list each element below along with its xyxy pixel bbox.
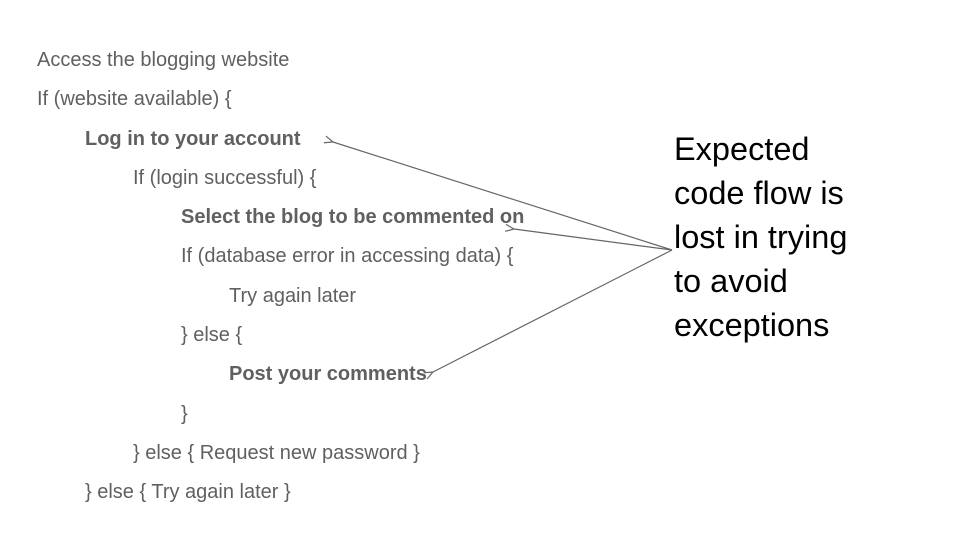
code-line: If (database error in accessing data) { — [181, 245, 514, 268]
annotation-line: lost in trying — [674, 219, 848, 255]
code-line: } — [181, 402, 188, 425]
pseudocode-textbox[interactable]: Access the blogging website If (website a… — [37, 41, 524, 513]
code-line: If (website available) { — [37, 88, 232, 111]
annotation-line: code flow is — [674, 175, 844, 211]
code-line: Select the blog to be commented on — [181, 206, 525, 229]
code-line: } else { — [181, 324, 243, 347]
code-line: Log in to your account — [85, 127, 301, 150]
code-line: Access the blogging website — [37, 49, 290, 71]
code-line: } else { Try again later } — [85, 481, 291, 504]
code-line: } else { Request new password } — [133, 441, 420, 464]
arrow — [514, 229, 673, 251]
annotation-textbox[interactable]: Expected code flow is lost in trying to avo… — [674, 127, 847, 347]
annotation-line: exceptions — [674, 307, 830, 343]
code-line: Post your comments — [229, 363, 427, 386]
annotation-line: Expected — [674, 131, 810, 167]
code-line: If (login successful) { — [133, 166, 317, 189]
annotation-line: to avoid — [674, 263, 788, 299]
code-line: Try again later — [229, 284, 357, 307]
